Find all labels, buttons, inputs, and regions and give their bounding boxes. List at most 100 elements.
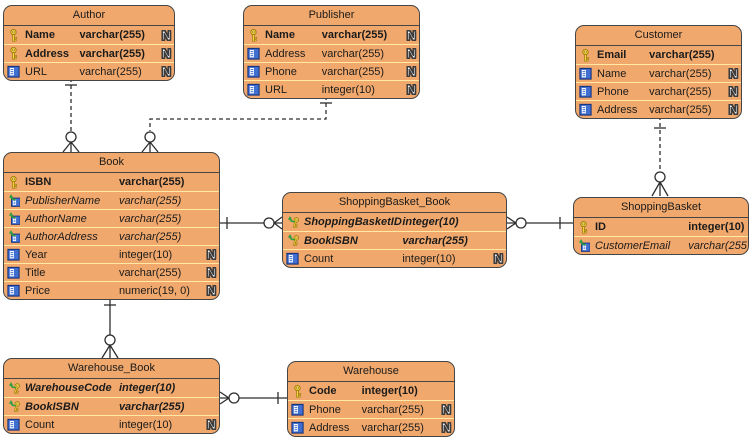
column-type: integer(10) (361, 385, 418, 397)
column-type: varchar(255) (649, 85, 712, 98)
column-type: integer(10) (118, 248, 173, 261)
column-icon (7, 248, 20, 261)
nullable-icon: N (406, 27, 416, 43)
column-name: URL (25, 65, 48, 78)
column-row[interactable]: Name varchar(255) N (4, 26, 174, 44)
column-name: Name (25, 29, 55, 41)
column-type: varchar(255) (118, 266, 182, 279)
column-icon (247, 65, 260, 78)
column-name: AuthorAddress (25, 230, 98, 243)
column-name: BookISBN (304, 234, 358, 247)
entity-title: ShoppingBasket_Book (283, 193, 506, 213)
entity-title: ShoppingBasket (574, 198, 748, 218)
column-name: Title (25, 266, 46, 279)
column-row[interactable]: Year integer(10) N (4, 245, 219, 263)
column-name: Address (25, 47, 70, 60)
entity-title: Author (4, 6, 174, 26)
column-row[interactable]: Address varchar(255) N (4, 44, 174, 62)
column-type: varchar(255) (118, 194, 182, 207)
column-row[interactable]: Name varchar(255) N (244, 26, 419, 44)
primary-key-icon (7, 176, 20, 189)
nullable-icon: N (728, 102, 738, 117)
nullable-icon: N (161, 27, 171, 43)
entity-publisher[interactable]: Publisher Name varchar(255) N Address va… (243, 5, 420, 99)
nullable-icon: N (206, 247, 216, 262)
column-row[interactable]: Code integer(10) N (288, 382, 454, 400)
relationship-publisher-book[interactable] (141, 96, 332, 153)
primary-foreign-key-icon (286, 234, 299, 247)
column-row[interactable]: AuthorName varchar(255) N (4, 209, 219, 227)
column-row[interactable]: Name varchar(255) N (576, 64, 741, 82)
column-row[interactable]: URL integer(10) N (244, 80, 419, 98)
column-name: Phone (309, 403, 341, 416)
column-row[interactable]: Title varchar(255) N (4, 263, 219, 281)
column-row[interactable]: CustomerEmail varchar(255) N (574, 236, 748, 254)
column-row[interactable]: Phone varchar(255) N (244, 62, 419, 80)
nullable-icon: N (161, 46, 171, 61)
nullable-icon: N (206, 417, 216, 432)
relationship-author-book[interactable] (62, 78, 80, 153)
column-type: integer(10) (402, 216, 459, 228)
entity-rows: ShoppingBasketID integer(10) N BookISBN … (283, 213, 506, 267)
column-row[interactable]: Address varchar(255) N (288, 418, 454, 436)
primary-key-icon (577, 221, 590, 234)
primary-key-icon (7, 47, 20, 60)
column-type: varchar(255) (649, 49, 715, 61)
column-name: BookISBN (25, 400, 79, 413)
column-row[interactable]: AuthorAddress varchar(255) N (4, 227, 219, 245)
column-name: Year (25, 248, 48, 261)
entity-customer[interactable]: Customer Email varchar(255) N Name varch… (575, 25, 742, 119)
entity-book[interactable]: Book ISBN varchar(255) N PublisherName v… (3, 152, 220, 300)
column-name: URL (265, 83, 288, 96)
column-icon (247, 47, 260, 60)
entity-title: Warehouse_Book (4, 359, 219, 379)
column-name: Count (304, 252, 334, 265)
nullable-icon: N (406, 64, 416, 79)
column-icon (291, 403, 304, 416)
entity-title: Book (4, 153, 219, 173)
column-type: numeric(19, 0) (118, 284, 190, 297)
column-row[interactable]: Email varchar(255) N (576, 46, 741, 64)
foreign-key-icon (7, 230, 20, 243)
relationship-customer-shoppingbasket[interactable] (651, 116, 669, 197)
primary-key-icon (247, 29, 260, 42)
column-row[interactable]: BookISBN varchar(255) N (4, 397, 219, 415)
relationship-shoppingbasket-shoppingbasket_book[interactable] (506, 216, 573, 230)
entity-shoppingbasket[interactable]: ShoppingBasket ID integer(10) N Customer… (573, 197, 749, 255)
column-name: Address (309, 421, 350, 434)
column-row[interactable]: URL varchar(255) N (4, 62, 174, 80)
column-row[interactable]: Count integer(10) N (283, 249, 506, 267)
entity-title: Publisher (244, 6, 419, 26)
column-row[interactable]: PublisherName varchar(255) N (4, 191, 219, 209)
nullable-icon: N (728, 66, 738, 81)
column-row[interactable]: ID integer(10) N (574, 218, 748, 236)
column-row[interactable]: Phone varchar(255) N (576, 82, 741, 100)
nullable-icon: N (406, 46, 416, 61)
entity-author[interactable]: Author Name varchar(255) N Address varch… (3, 5, 175, 81)
column-row[interactable]: Count integer(10) N (4, 415, 219, 433)
column-row[interactable]: Address varchar(255) N (244, 44, 419, 62)
column-icon (291, 421, 304, 434)
entity-shoppingbasket-book[interactable]: ShoppingBasket_Book ShoppingBasketID int… (282, 192, 507, 268)
foreign-key-icon (7, 212, 20, 225)
column-type: varchar(255) (321, 65, 385, 78)
relationship-book-shoppingbasket_book[interactable] (220, 216, 283, 230)
relationship-book-warehouse_book[interactable] (101, 297, 119, 359)
column-row[interactable]: BookISBN varchar(255) N (283, 231, 506, 249)
column-row[interactable]: Address varchar(255) N (576, 100, 741, 118)
nullable-icon: N (493, 251, 503, 266)
column-row[interactable]: Price numeric(19, 0) N (4, 281, 219, 299)
entity-rows: ID integer(10) N CustomerEmail varchar(2… (574, 218, 748, 254)
column-type: varchar(255) (321, 29, 388, 41)
entity-warehouse-book[interactable]: Warehouse_Book WarehouseCode integer(10)… (3, 358, 220, 434)
column-type: varchar(255) (118, 400, 185, 413)
column-row[interactable]: ShoppingBasketID integer(10) N (283, 213, 506, 231)
relationship-warehouse-warehouse_book[interactable] (219, 391, 287, 405)
column-row[interactable]: Phone varchar(255) N (288, 400, 454, 418)
column-type: integer(10) (118, 418, 173, 431)
column-icon (247, 83, 260, 96)
entity-warehouse[interactable]: Warehouse Code integer(10) N Phone varch… (287, 361, 455, 437)
column-row[interactable]: WarehouseCode integer(10) N (4, 379, 219, 397)
column-row[interactable]: ISBN varchar(255) N (4, 173, 219, 191)
